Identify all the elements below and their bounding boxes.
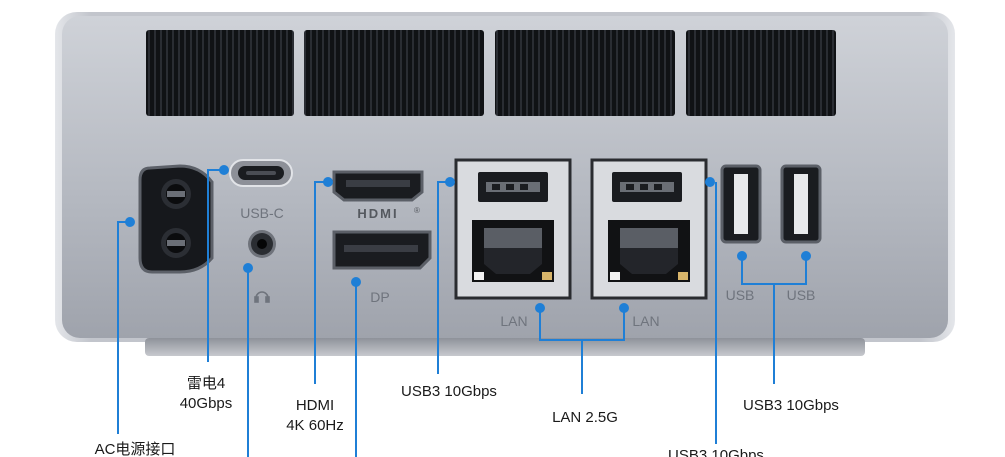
leader-hdmi [314,181,326,384]
lan-module-left [454,158,572,300]
annotation-lan: LAN 2.5G [552,409,618,426]
vent-2 [304,30,484,116]
vent-1 [146,30,294,116]
dot-hdmi [323,177,333,187]
annotation-thunderbolt-line2: 40Gbps [179,395,233,412]
usb-c-label: USB-C [240,205,284,221]
hdmi-logo: HDMI [357,206,398,221]
vent-4 [686,30,836,116]
dp-label: DP [370,289,389,305]
annotation-usb3-right: USB3 10Gbps [743,397,839,414]
vent-3 [495,30,675,116]
headphone-icon [254,291,270,303]
leader-dots [125,165,811,313]
rubber-foot-base [145,338,865,356]
usb-a-port-left-module [478,172,548,202]
dot-thunderbolt [219,165,229,175]
annotation-hdmi-line2: 4K 60Hz [286,417,344,434]
usb-c-port [229,159,293,187]
dot-usb-left [737,251,747,261]
dot-audio [243,263,253,273]
usb-left-label: USB [726,287,755,303]
lan-module-right [590,158,708,300]
annotation-hdmi: HDMI 4K 60Hz [270,396,360,436]
ac-power-socket [138,164,214,274]
lan-right-label: LAN [632,313,659,329]
leader-thunderbolt [207,169,222,362]
annotation-thunderbolt: 雷电4 40Gbps [166,374,246,414]
audio-jack [248,230,276,258]
dot-usb-right [801,251,811,261]
displayport-port [332,230,432,270]
rj45-port-right [608,220,690,282]
annotation-usb3-mid: USB3 10Gbps [401,383,497,400]
hdmi-port [332,170,424,202]
dot-usb3-bottom [705,177,715,187]
annotation-ac-power: AC电源接口 [94,441,176,457]
dot-ac-power [125,217,135,227]
rj45-port-left [472,220,554,282]
annotation-usb3-bottom: USB3 10Gbps [668,447,764,457]
annotation-usb3-bottom-clip: USB3 10Gbps [646,446,786,457]
annotation-thunderbolt-line1: 雷电4 [186,375,226,392]
hdmi-registered-mark: ® [414,206,420,215]
usb-a-vertical-left [720,164,762,244]
usb-a-port-right-module [612,172,682,202]
lan-left-label: LAN [500,313,527,329]
dot-dp [351,277,361,287]
dot-usb3-mid [445,177,455,187]
annotation-ac-power-clip: AC电源接口 [70,440,200,457]
air-vents [146,30,836,116]
dot-lan-left [535,303,545,313]
dot-lan-right [619,303,629,313]
usb-right-label: USB [787,287,816,303]
usb-a-vertical-right [780,164,822,244]
leader-usb3-mid [437,181,448,374]
annotation-hdmi-line1: HDMI [295,397,335,414]
